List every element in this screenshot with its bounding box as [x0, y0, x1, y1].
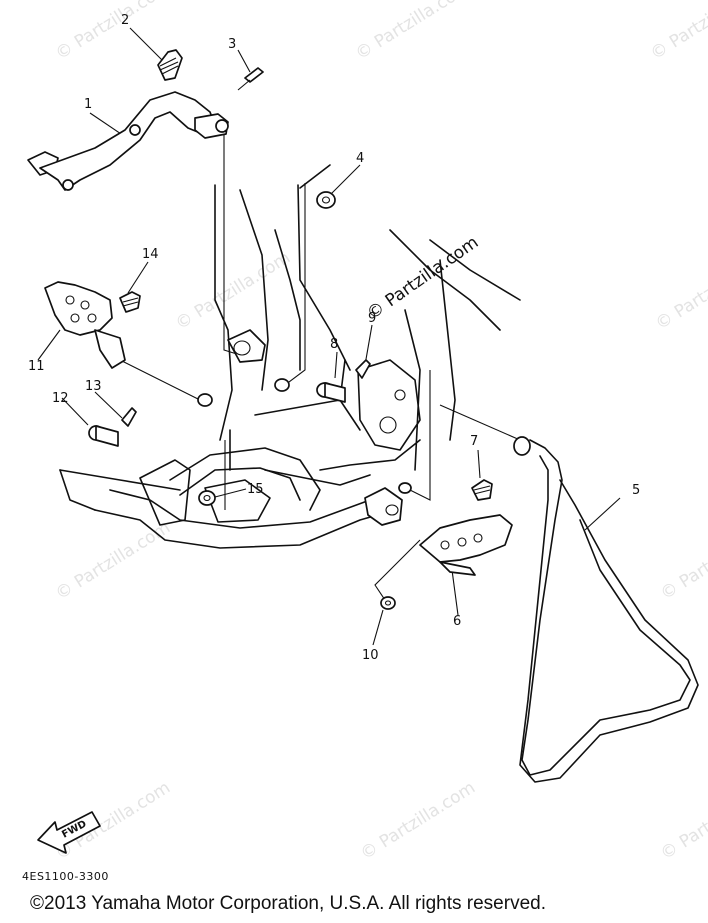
pin-part [355, 359, 371, 379]
watermark: © Partzilla.com [52, 518, 174, 604]
washer-part [316, 191, 336, 209]
leader-lines [37, 27, 621, 646]
washer-15-part [198, 490, 216, 506]
watermark: © Partzilla.com [647, 0, 708, 64]
watermark: © Partzilla.com [657, 518, 708, 604]
left-footrest-spring-part [119, 291, 141, 313]
callout-2: 2 [121, 13, 129, 28]
fwd-arrow-icon: FWD [37, 811, 101, 854]
watermark: © Partzilla.com [172, 248, 294, 334]
callout-15: 15 [247, 482, 264, 497]
callout-1: 1 [84, 97, 92, 112]
sidestand-part [513, 436, 699, 783]
left-footrest-part [44, 281, 126, 369]
pin-13-part [121, 407, 137, 427]
callout-5: 5 [632, 483, 640, 498]
collar-12-part [88, 425, 119, 447]
right-footrest-part [419, 514, 513, 576]
callout-10: 10 [362, 648, 379, 663]
footrest-spring-part [471, 479, 493, 501]
watermark: © Partzilla.com [652, 248, 708, 334]
callout-11: 11 [28, 359, 45, 374]
spring-part [157, 49, 183, 81]
callout-7: 7 [470, 434, 478, 449]
brake-pedal-part [27, 91, 229, 191]
watermark: © Partzilla.com [52, 0, 174, 64]
callout-14: 14 [142, 247, 159, 262]
callout-3: 3 [228, 37, 236, 52]
callout-13: 13 [85, 379, 102, 394]
watermark: © Partzilla.com [357, 778, 479, 864]
callout-4: 4 [356, 151, 364, 166]
watermark: © Partzilla.com [657, 778, 708, 864]
watermark: © Partzilla.com [352, 0, 474, 64]
callouts: 1 2 3 4 5 6 7 8 9 10 11 12 13 14 15 [28, 13, 640, 663]
pivot-boss [197, 329, 290, 407]
callout-12: 12 [52, 391, 69, 406]
collar-part [316, 382, 346, 403]
callout-9: 9 [368, 311, 376, 326]
cotter-pin-part [237, 67, 264, 91]
callout-8: 8 [330, 337, 338, 352]
copyright-notice: ©2013 Yamaha Motor Corporation, U.S.A. A… [30, 893, 546, 914]
right-footrest-mount [364, 482, 412, 526]
callout-6: 6 [453, 614, 461, 629]
watermark: © Partzilla.com [52, 778, 174, 864]
frame [59, 164, 521, 549]
diagram-code: 4ES1100-3300 [22, 870, 109, 883]
watermark-center: © Partzilla.com [363, 232, 482, 324]
watermarks: © Partzilla.com © Partzilla.com © Partzi… [52, 0, 708, 864]
washer-10-part [380, 596, 396, 610]
